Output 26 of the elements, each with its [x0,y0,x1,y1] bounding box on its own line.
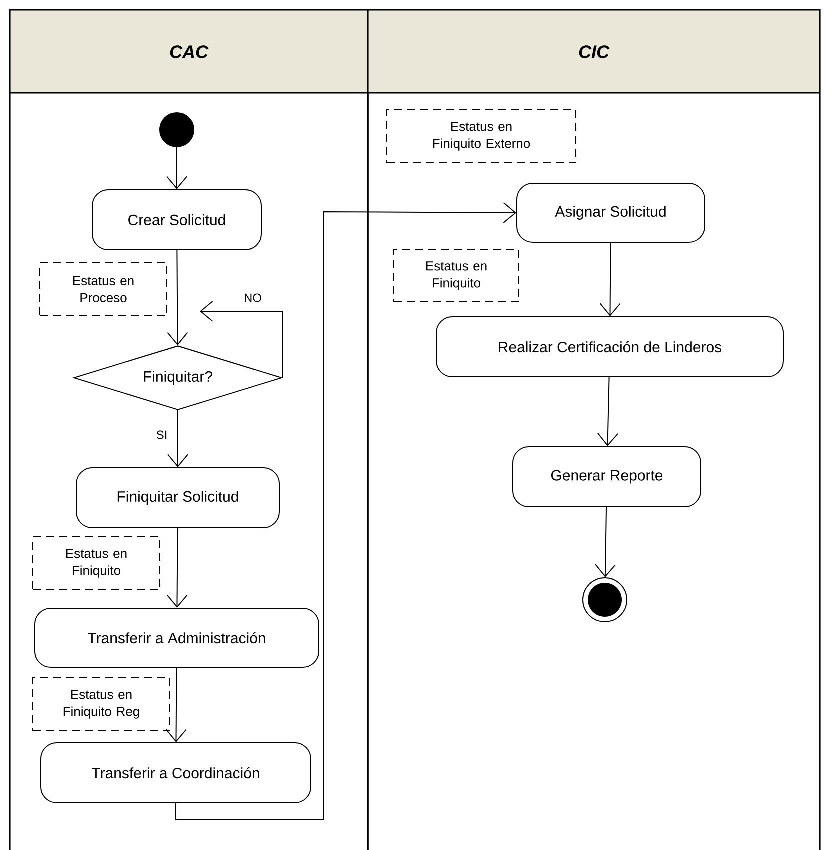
arrow [166,668,187,742]
edge-label: NO [243,292,263,304]
arrow [167,250,188,346]
arrow [600,242,621,316]
arrow [598,377,618,446]
status-note: Estatus en Proceso [40,262,168,316]
action-box: Finiquitar Solicitud [76,468,280,528]
edge-label: SI [155,430,169,440]
arrow [166,147,188,190]
action-box: Crear Solicitud [92,190,262,250]
arrow [595,507,616,578]
status-note: Estatus en Finiquito Reg [32,678,170,732]
status-note: Estatus en Finiquito [32,536,160,590]
action-box: Generar Reporte [512,446,702,508]
end-node [582,578,628,622]
action-box: Asignar Solicitud [516,183,706,243]
arrow [168,410,188,468]
action-box: Transferir a Administración [34,608,320,668]
start-node [160,112,194,148]
arrow [176,202,517,820]
action-box: Transferir a Coordinación [40,742,312,804]
action-box: Realizar Certificación de Linderos [436,316,784,378]
status-note: Estatus en Finiquito [394,250,520,302]
status-note: Estatus en Finiquito Externo [386,110,576,164]
arrow [200,301,283,378]
arrow [166,528,188,608]
